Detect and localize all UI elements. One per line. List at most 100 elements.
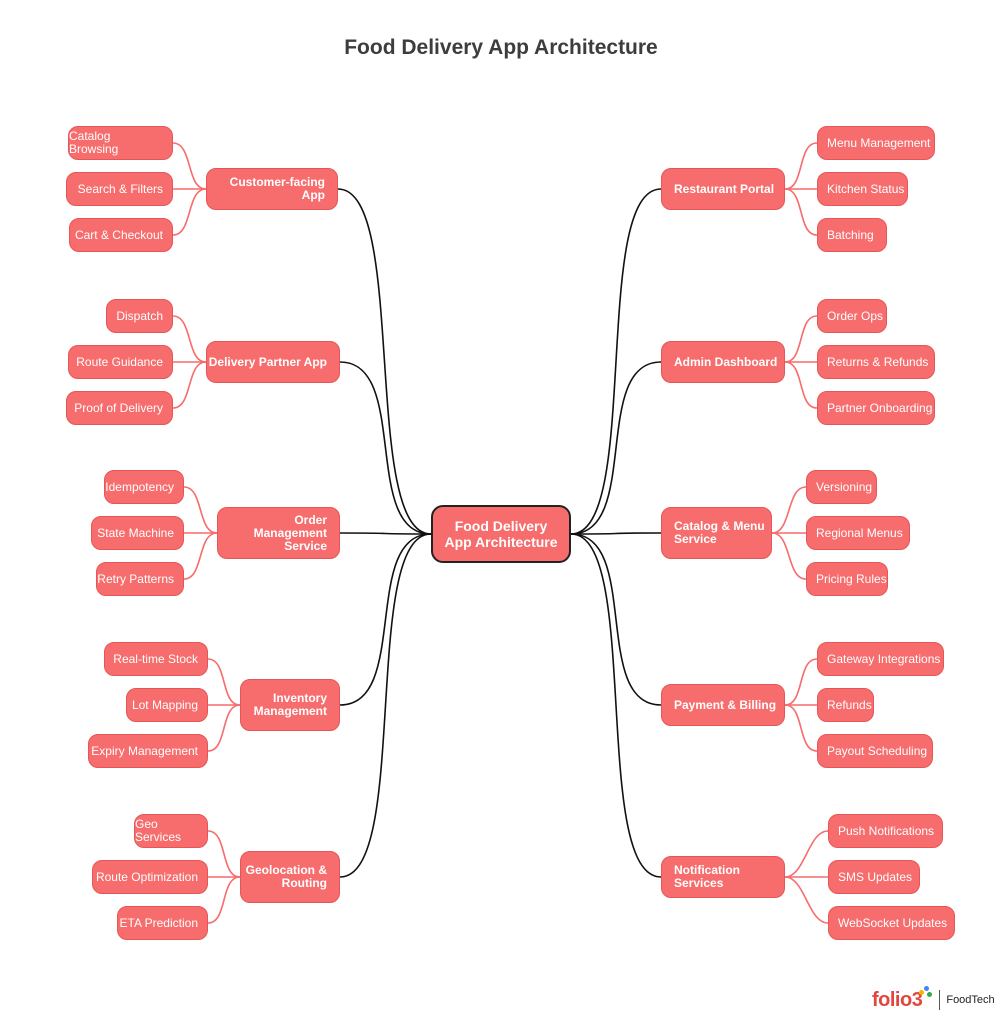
leaf-node-partner-onboarding[interactable]: Partner Onboarding [817,391,935,425]
leaf-label: Idempotency [105,479,174,494]
leaf-label: Refunds [827,697,872,712]
branch-node-order-management-service[interactable]: Order Management Service [217,507,340,559]
trunk-link [337,188,432,535]
branch-node-customer-facing-app[interactable]: Customer-facing App [206,168,338,210]
leaf-link [183,486,218,534]
leaf-label: Menu Management [827,135,931,150]
leaf-node-cart-and-checkout[interactable]: Cart & Checkout [69,218,173,252]
central-node[interactable]: Food Delivery App Architecture [431,505,571,563]
leaf-label: Batching [827,227,874,242]
leaf-link [172,142,207,190]
logo-dot [927,992,933,997]
leaf-node-versioning[interactable]: Versioning [806,470,877,504]
leaf-node-payout-scheduling[interactable]: Payout Scheduling [817,734,933,768]
branch-label: Geolocation & Routing [245,863,327,890]
branch-label: Catalog & Menu Service [674,519,765,546]
leaf-node-search-and-filters[interactable]: Search & Filters [66,172,173,206]
leaf-node-real-time-stock[interactable]: Real-time Stock [104,642,208,676]
branch-label: Admin Dashboard [674,354,778,369]
branch-node-delivery-partner-app[interactable]: Delivery Partner App [206,341,340,383]
branch-node-admin-dashboard[interactable]: Admin Dashboard [661,341,785,383]
leaf-node-menu-management[interactable]: Menu Management [817,126,935,160]
leaf-link [784,876,829,924]
leaf-label: Real-time Stock [113,651,198,666]
leaf-link [784,658,818,706]
leaf-node-geo-services[interactable]: Geo Services [134,814,208,848]
branch-node-restaurant-portal[interactable]: Restaurant Portal [661,168,785,210]
leaf-node-returns-and-refunds[interactable]: Returns & Refunds [817,345,935,379]
trunk-link [570,188,662,535]
leaf-link [172,188,207,236]
leaf-label: Expiry Management [91,743,198,758]
leaf-node-eta-prediction[interactable]: ETA Prediction [117,906,208,940]
trunk-link [570,533,662,706]
branch-node-payment-and-billing[interactable]: Payment & Billing [661,684,785,726]
trunk-link [339,533,432,706]
leaf-node-dispatch[interactable]: Dispatch [106,299,173,333]
branch-label: Inventory Management [253,691,327,718]
leaf-node-websocket-updates[interactable]: WebSocket Updates [828,906,955,940]
leaf-label: Lot Mapping [131,697,198,712]
leaf-link [207,876,241,924]
leaf-node-sms-updates[interactable]: SMS Updates [828,860,920,894]
leaf-node-route-guidance[interactable]: Route Guidance [68,345,173,379]
branch-node-geolocation-and-routing[interactable]: Geolocation & Routing [240,851,340,903]
central-node-label: Food Delivery App Architecture [444,518,558,550]
leaf-label: Retry Patterns [97,571,174,586]
leaf-label: Cart & Checkout [74,227,163,242]
leaf-link [207,830,241,878]
leaf-node-idempotency[interactable]: Idempotency [104,470,184,504]
branch-label: Restaurant Portal [674,181,775,196]
trunk-link [570,533,662,878]
leaf-node-proof-of-delivery[interactable]: Proof of Delivery [66,391,173,425]
leaf-node-order-ops[interactable]: Order Ops [817,299,887,333]
leaf-node-expiry-management[interactable]: Expiry Management [88,734,208,768]
leaf-label: Catalog Browsing [69,129,119,156]
branch-label: Delivery Partner App [208,354,327,369]
leaf-node-refunds[interactable]: Refunds [817,688,874,722]
leaf-label: Pricing Rules [816,571,887,586]
leaf-node-push-notifications[interactable]: Push Notifications [828,814,943,848]
leaf-label: Kitchen Status [827,181,905,196]
leaf-link [172,361,207,409]
logo-separator [939,990,941,1010]
trunk-link [570,361,662,535]
trunk-link [339,361,432,535]
branch-node-inventory-management[interactable]: Inventory Management [240,679,340,731]
leaf-label: Returns & Refunds [827,354,929,369]
diagram-title: Food Delivery App Architecture [344,36,658,59]
leaf-label: WebSocket Updates [838,915,948,930]
trunk-link [570,532,662,535]
leaf-node-gateway-integrations[interactable]: Gateway Integrations [817,642,944,676]
branch-node-notification-services[interactable]: Notification Services [661,856,785,898]
leaf-label: ETA Prediction [119,915,198,930]
leaf-link [784,188,818,236]
trunk-link [339,533,432,878]
leaf-node-retry-patterns[interactable]: Retry Patterns [96,562,184,596]
leaf-node-batching[interactable]: Batching [817,218,887,252]
leaf-link [172,315,207,363]
leaf-label: Versioning [816,479,873,494]
branch-label: Customer-facing App [229,175,325,202]
leaf-label: Regional Menus [816,525,903,540]
leaf-node-regional-menus[interactable]: Regional Menus [806,516,910,550]
leaf-label: Proof of Delivery [74,400,163,415]
branch-label: Order Management Service [253,512,327,553]
leaf-label: Search & Filters [77,181,163,196]
leaf-node-state-machine[interactable]: State Machine [91,516,184,550]
logo-dot [924,986,930,991]
leaf-link [771,486,807,534]
branch-node-catalog-and-menu-service[interactable]: Catalog & Menu Service [661,507,772,559]
leaf-node-pricing-rules[interactable]: Pricing Rules [806,562,888,596]
logo-dot [919,990,925,995]
leaf-node-catalog-browsing[interactable]: Catalog Browsing [68,126,173,160]
leaf-label: Gateway Integrations [827,651,941,666]
leaf-label: Order Ops [827,308,884,323]
leaf-label: Payout Scheduling [827,743,928,758]
leaf-node-lot-mapping[interactable]: Lot Mapping [126,688,208,722]
leaf-node-route-optimization[interactable]: Route Optimization [92,860,208,894]
leaf-node-kitchen-status[interactable]: Kitchen Status [817,172,908,206]
leaf-label: Push Notifications [838,823,935,838]
leaf-link [207,704,241,752]
